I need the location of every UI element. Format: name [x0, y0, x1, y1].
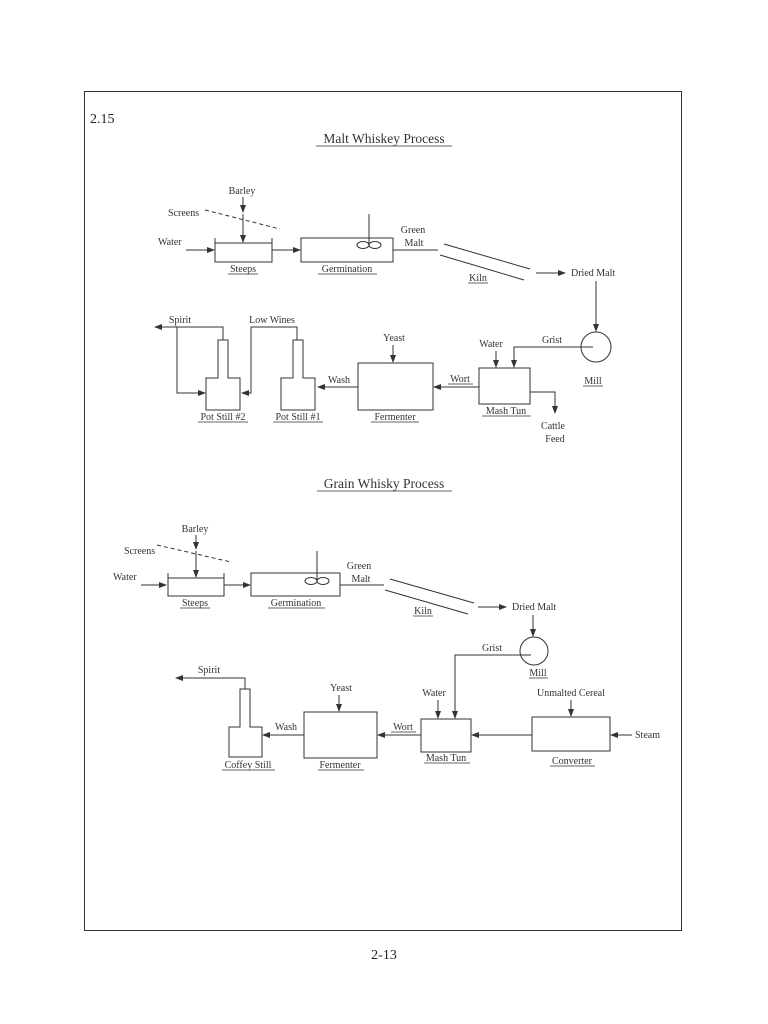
malt-pot-still-2-label: Pot Still #2: [200, 412, 245, 423]
malt-low-wines-label: Low Wines: [249, 315, 295, 326]
malt-spirit-arrow: [154, 324, 224, 340]
grain-process-title: Grain Whisky Process: [324, 476, 445, 491]
malt-mash-tun-box: [478, 367, 531, 405]
grain-mill-circle: [519, 636, 549, 666]
malt-water-label: Water: [158, 237, 182, 248]
grain-fermenter-box: [303, 711, 378, 759]
grain-barley-label: Barley: [182, 524, 209, 535]
malt-steeps-tank: [214, 242, 273, 263]
grain-wort-label: Wort: [393, 722, 413, 733]
malt-fermenter-box: [357, 362, 434, 411]
grain-grist-label: Grist: [482, 643, 502, 654]
page-frame: [84, 91, 682, 931]
malt-spirit-label: Spirit: [169, 315, 191, 326]
grain-germination-label: Germination: [271, 598, 322, 609]
malt-wash-label: Wash: [328, 375, 350, 386]
malt-kiln-upper: [443, 243, 531, 270]
malt-dried-malt-label: Dried Malt: [571, 268, 615, 279]
grain-grist-arrow: [452, 654, 531, 719]
grain-whisky-diagram: Grain Whisky Process Barley Screens Wate…: [113, 476, 660, 771]
grain-mash-tun-box: [420, 718, 472, 753]
grain-converter-box: [531, 716, 611, 752]
malt-malt-label: Malt: [405, 238, 424, 249]
malt-feed-label: Feed: [545, 434, 564, 445]
malt-water-mash-label: Water: [479, 339, 503, 350]
grain-kiln-lower: [384, 589, 469, 615]
grain-steeps-tank: [167, 577, 225, 597]
malt-mill-label: Mill: [584, 376, 601, 387]
grain-wash-label: Wash: [275, 722, 297, 733]
malt-whiskey-diagram: Malt Whiskey Process Barley Screens Wate…: [154, 131, 615, 445]
grain-converter-label: Converter: [552, 756, 593, 767]
grain-steam-label: Steam: [635, 730, 660, 741]
malt-steeps-label: Steeps: [230, 264, 256, 275]
grain-mill-label: Mill: [529, 668, 546, 679]
grain-kiln-label: Kiln: [414, 606, 432, 617]
grain-water-label: Water: [113, 572, 137, 583]
malt-germination-label: Germination: [322, 264, 373, 275]
grain-dried-malt-label: Dried Malt: [512, 602, 556, 613]
malt-pot-still-1-label: Pot Still #1: [275, 412, 320, 423]
malt-green-label: Green: [401, 225, 425, 236]
malt-screens-label: Screens: [168, 208, 199, 219]
malt-mash-tun-label: Mash Tun: [486, 406, 526, 417]
grain-kiln-upper: [389, 578, 475, 604]
malt-process-title: Malt Whiskey Process: [323, 131, 444, 146]
grain-unmalted-cereal-label: Unmalted Cereal: [537, 688, 605, 699]
malt-pot-still-1: [280, 339, 316, 411]
malt-cattle-feed-arrow: [530, 391, 558, 414]
grain-spirit-label: Spirit: [198, 665, 220, 676]
grain-fermenter-label: Fermenter: [319, 760, 361, 771]
grain-water-mash-label: Water: [422, 688, 446, 699]
grain-screens-label: Screens: [124, 546, 155, 557]
grain-steeps-label: Steeps: [182, 598, 208, 609]
section-number: 2.15: [90, 112, 115, 127]
grain-malt-label: Malt: [352, 574, 371, 585]
malt-low-wines-arrow: [241, 326, 298, 396]
malt-grist-label: Grist: [542, 335, 562, 346]
grain-coffey-still: [228, 688, 263, 758]
grain-mash-tun-label: Mash Tun: [426, 753, 466, 764]
malt-agitator-icon-2: [368, 241, 382, 249]
malt-cattle-label: Cattle: [541, 421, 565, 432]
grain-spirit-arrow: [175, 675, 246, 689]
grain-agitator-icon-2: [316, 577, 330, 585]
malt-germination-box: [300, 237, 394, 263]
malt-kiln-lower: [439, 254, 525, 281]
grain-yeast-label: Yeast: [330, 683, 352, 694]
malt-grist-arrow: [511, 346, 593, 368]
grain-screens-line: [156, 544, 232, 563]
malt-spirit-recycle-arrow: [176, 327, 206, 396]
malt-kiln-label: Kiln: [469, 273, 487, 284]
malt-pot-still-2: [205, 339, 241, 411]
malt-barley-label: Barley: [229, 186, 256, 197]
malt-yeast-label: Yeast: [383, 333, 405, 344]
grain-germination-box: [250, 572, 341, 597]
page-number: 2-13: [371, 948, 397, 963]
malt-wort-label: Wort: [450, 374, 470, 385]
grain-green-label: Green: [347, 561, 371, 572]
malt-fermenter-label: Fermenter: [374, 412, 416, 423]
grain-coffey-still-label: Coffey Still: [225, 760, 272, 771]
